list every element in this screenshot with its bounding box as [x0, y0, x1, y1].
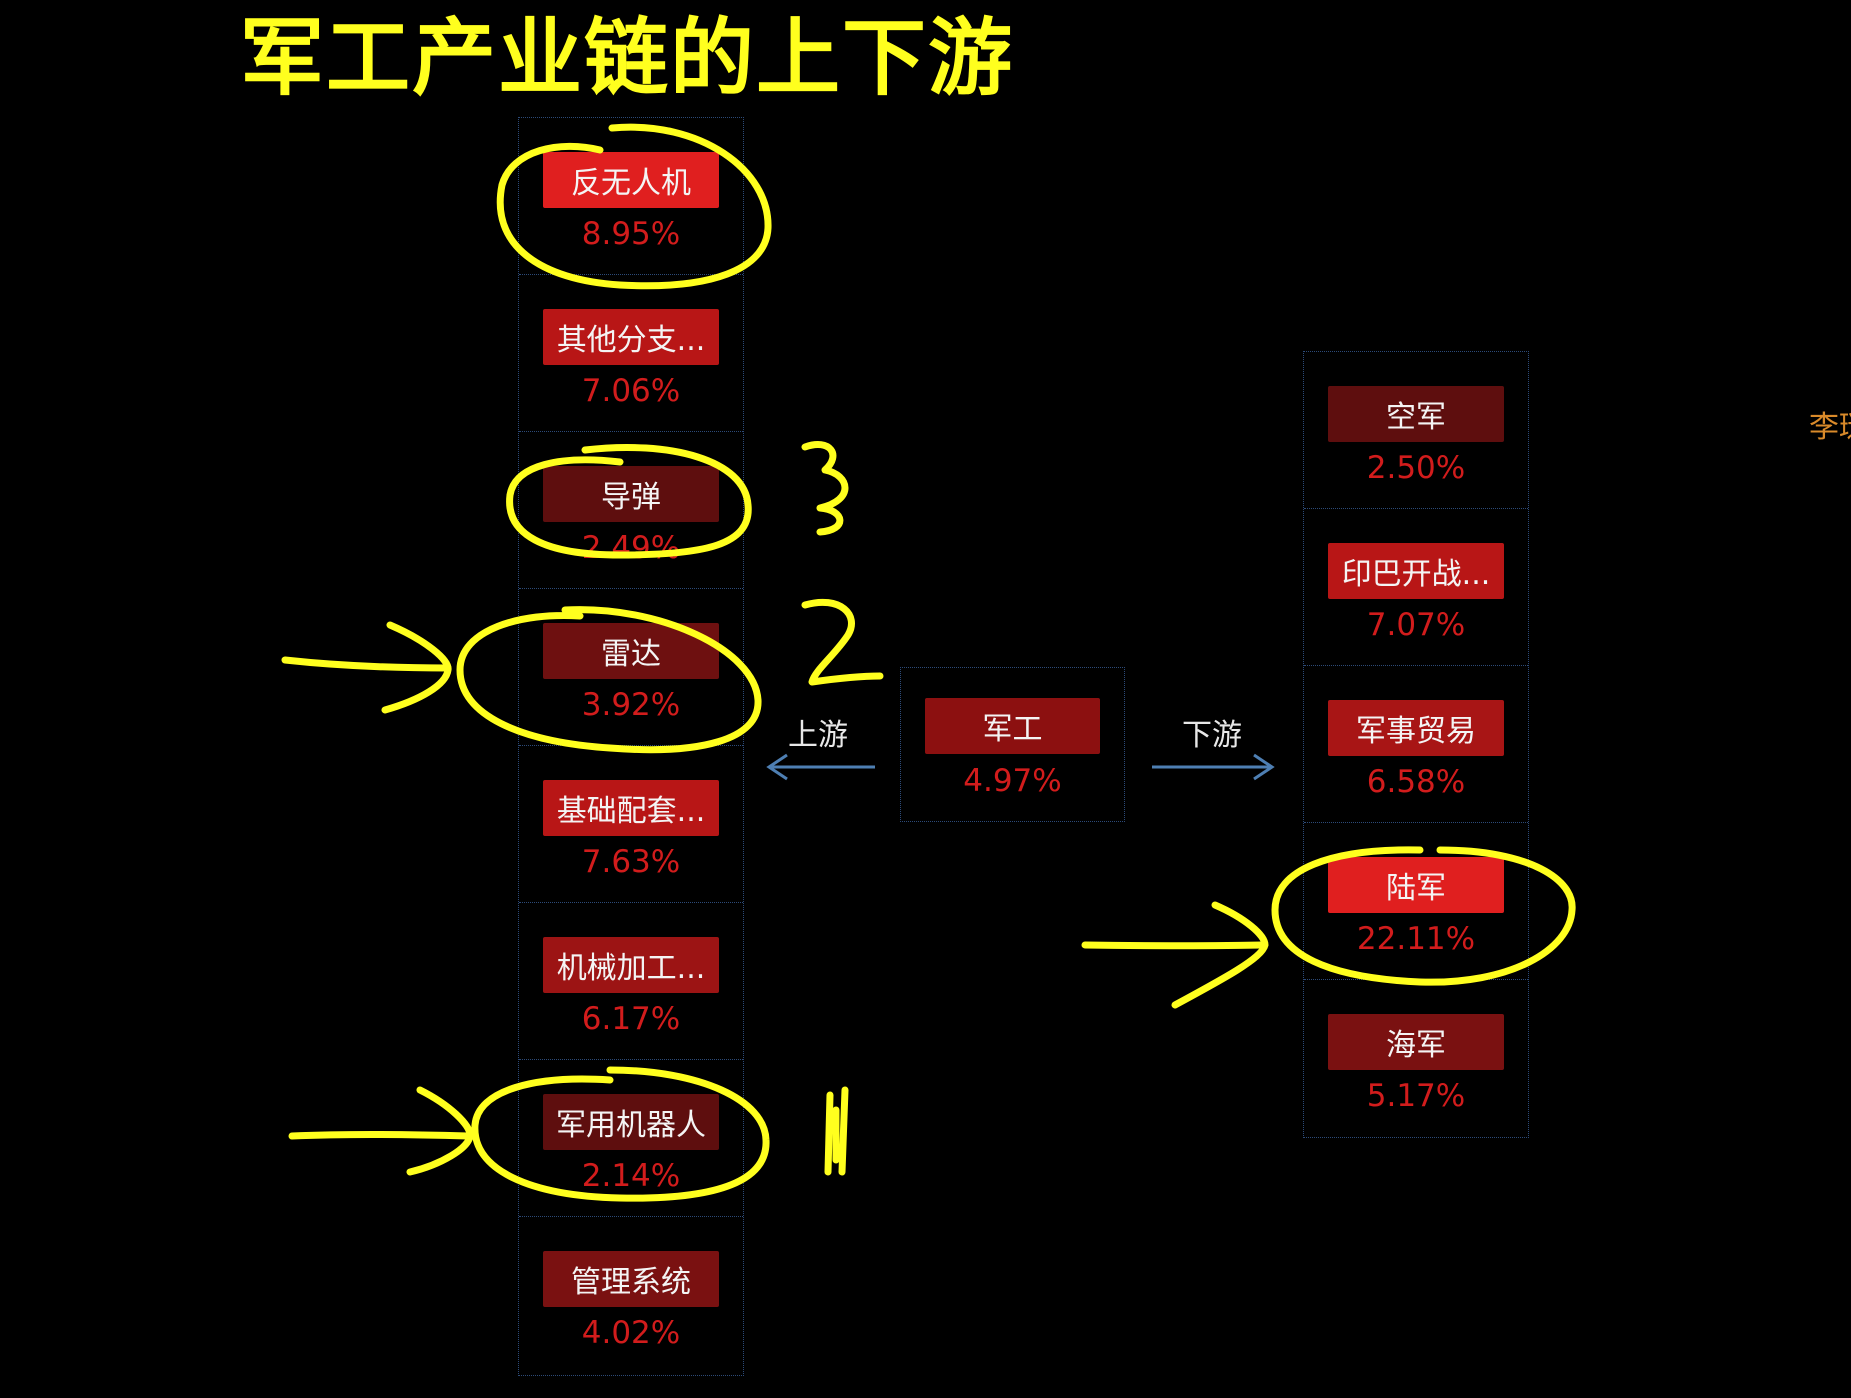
circle-army-annotation — [1271, 846, 1576, 986]
mark-one-annotation — [824, 1086, 849, 1176]
node-value: 8.95% — [581, 216, 681, 252]
upstream-node-missile[interactable]: 导弹 2.49% — [519, 432, 743, 589]
node-label: 军工 — [925, 698, 1100, 754]
upstream-node-machining[interactable]: 机械加工... 6.17% — [519, 903, 743, 1060]
downstream-node-military-trade[interactable]: 军事贸易 6.58% — [1304, 666, 1528, 823]
upstream-node-counter-drone[interactable]: 反无人机 8.95% — [519, 118, 743, 275]
node-label: 机械加工... — [543, 937, 719, 993]
side-name-text: 李琏 — [1809, 410, 1851, 445]
node-label: 管理系统 — [543, 1251, 719, 1307]
right-arrow-icon — [1152, 753, 1275, 781]
arrow-army-annotation-head — [1171, 901, 1269, 1009]
downstream-node-air-force[interactable]: 空军 2.50% — [1304, 352, 1528, 509]
upstream-node-military-robot[interactable]: 军用机器人 2.14% — [519, 1060, 743, 1217]
node-label: 印巴开战... — [1328, 543, 1504, 599]
arrow-radar-annotation — [281, 656, 452, 672]
node-value: 3.92% — [581, 687, 681, 723]
node-label: 其他分支... — [543, 309, 719, 365]
circle-counter-drone-annotation — [496, 123, 772, 290]
node-value: 7.07% — [1366, 607, 1466, 643]
node-value: 5.17% — [1366, 1078, 1466, 1114]
node-value: 6.17% — [581, 1001, 681, 1037]
node-label: 军事贸易 — [1328, 700, 1504, 756]
upstream-node-basic-supporting[interactable]: 基础配套... 7.63% — [519, 746, 743, 903]
downstream-direction-label: 下游 — [1182, 718, 1242, 753]
upstream-column: 反无人机 8.95% 其他分支... 7.06% 导弹 2.49% 雷达 3.9… — [518, 117, 744, 1376]
node-value: 4.97% — [963, 763, 1062, 799]
mark-three-annotation — [801, 441, 849, 536]
node-value: 22.11% — [1356, 921, 1476, 957]
node-value: 7.63% — [581, 844, 681, 880]
node-label: 军用机器人 — [543, 1094, 719, 1150]
node-label: 导弹 — [543, 466, 719, 522]
arrow-robot-annotation — [288, 1131, 472, 1140]
downstream-column: 空军 2.50% 印巴开战... 7.07% 军事贸易 6.58% 陆军 22.… — [1303, 351, 1529, 1138]
node-value: 2.49% — [581, 530, 681, 566]
node-value: 4.02% — [581, 1315, 681, 1351]
circle-missile-annotation — [506, 444, 752, 559]
node-value: 2.14% — [581, 1158, 681, 1194]
node-label: 反无人机 — [543, 152, 719, 208]
downstream-node-india-pakistan-war[interactable]: 印巴开战... 7.07% — [1304, 509, 1528, 666]
node-label: 基础配套... — [543, 780, 719, 836]
node-value: 7.06% — [581, 373, 681, 409]
node-label: 空军 — [1328, 386, 1504, 442]
arrow-army-annotation — [1081, 941, 1266, 950]
downstream-node-navy[interactable]: 海军 5.17% — [1304, 980, 1528, 1137]
circle-robot-annotation — [471, 1066, 770, 1202]
upstream-node-management-system[interactable]: 管理系统 4.02% — [519, 1217, 743, 1374]
upstream-direction-label: 上游 — [788, 718, 848, 753]
node-label: 陆军 — [1328, 857, 1504, 913]
circle-radar-annotation — [456, 606, 762, 754]
arrow-robot-annotation-head — [406, 1086, 474, 1176]
center-node-military[interactable]: 军工 4.97% — [900, 667, 1125, 822]
upstream-node-other-branches[interactable]: 其他分支... 7.06% — [519, 275, 743, 432]
downstream-node-army[interactable]: 陆军 22.11% — [1304, 823, 1528, 980]
mark-two-annotation — [801, 598, 884, 686]
node-value: 6.58% — [1366, 764, 1466, 800]
left-arrow-icon — [766, 753, 875, 781]
node-value: 2.50% — [1366, 450, 1466, 486]
node-label: 海军 — [1328, 1014, 1504, 1070]
arrow-radar-annotation-head — [381, 621, 452, 714]
page-title: 军工产业链的上下游 — [240, 9, 1015, 107]
